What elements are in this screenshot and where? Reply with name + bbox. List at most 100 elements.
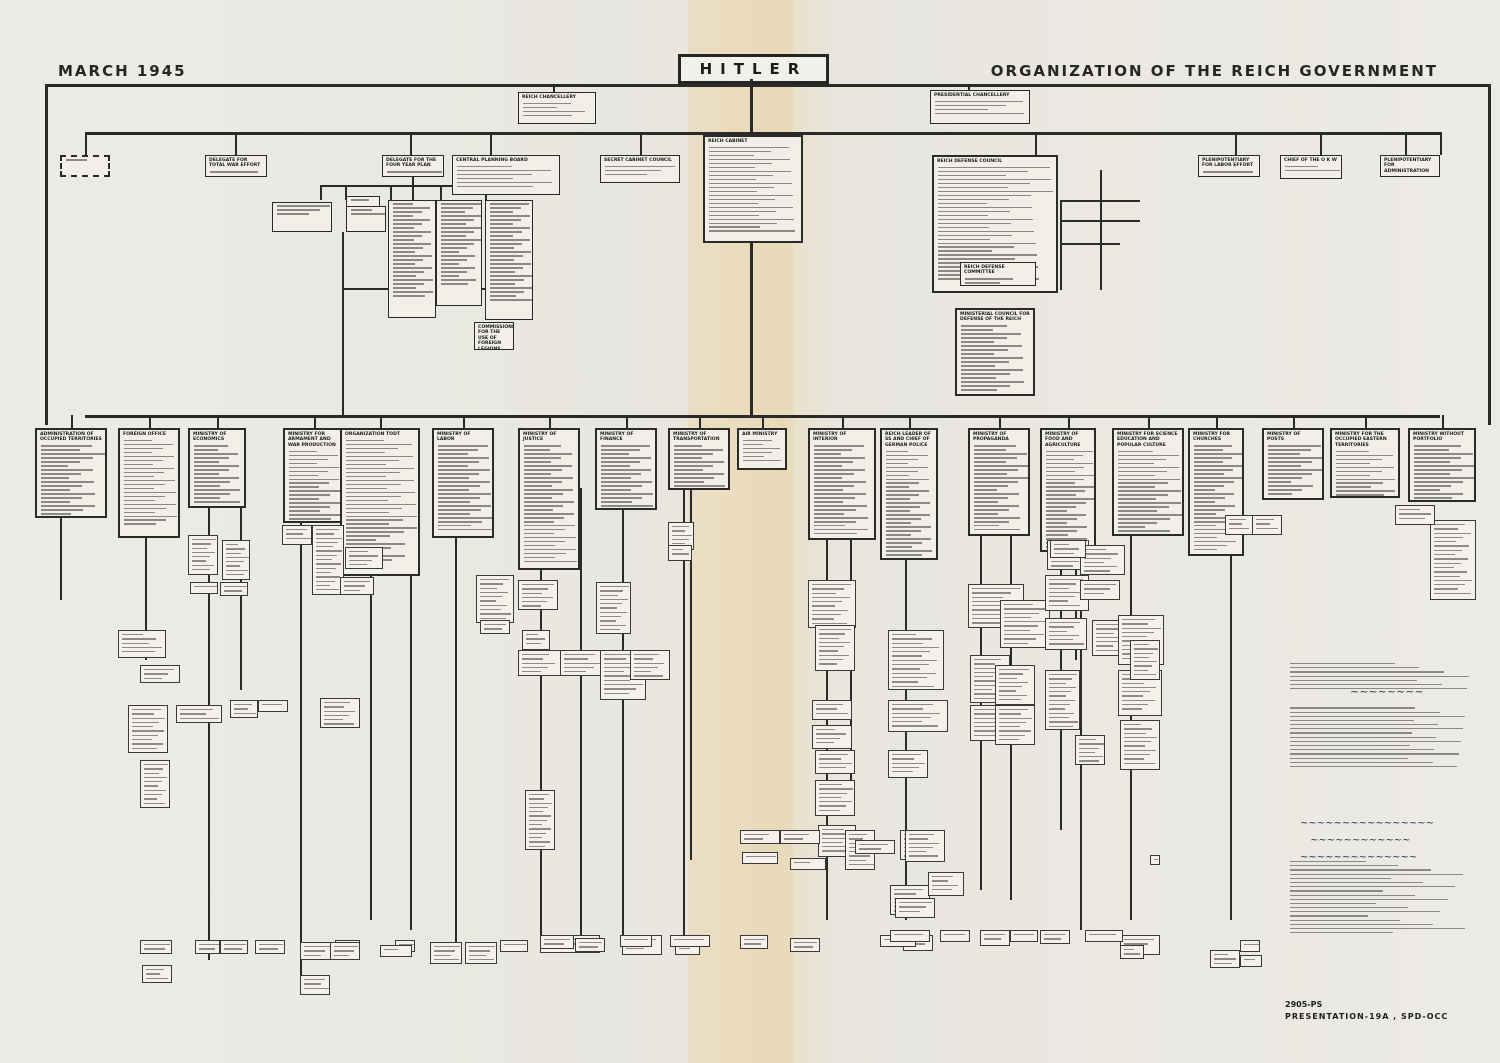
text-line — [1194, 457, 1233, 459]
text-line — [1336, 494, 1384, 496]
sub-office-box — [1225, 515, 1253, 535]
text-line — [524, 528, 565, 531]
text-line — [709, 206, 794, 209]
text-line — [1194, 520, 1226, 523]
text-line — [346, 447, 399, 450]
text-line — [41, 477, 69, 479]
text-line — [886, 542, 922, 544]
text-line — [1290, 715, 1465, 717]
text-line — [524, 520, 554, 523]
text-line — [524, 544, 555, 547]
text-line — [393, 227, 414, 229]
text-line — [441, 263, 460, 265]
text-line — [523, 110, 586, 113]
text-line — [1414, 493, 1464, 495]
text-line — [601, 453, 630, 455]
text-line — [457, 169, 552, 172]
text-line — [605, 165, 676, 168]
text-line — [1290, 765, 1458, 768]
text-line — [441, 231, 474, 233]
text-line — [289, 522, 320, 523]
text-line — [490, 295, 516, 297]
text-line — [1046, 510, 1067, 512]
text-line — [41, 497, 83, 499]
text-line — [814, 465, 842, 467]
text-line — [601, 457, 651, 459]
text-line — [814, 485, 855, 487]
text-line — [289, 454, 339, 457]
sub-office-box — [815, 750, 855, 774]
text-line — [41, 500, 71, 503]
sub-office-box — [895, 898, 935, 918]
text-line — [1290, 753, 1460, 755]
text-line — [393, 207, 430, 209]
org-box-title: SECRET CABINET COUNCIL — [604, 158, 672, 163]
text-line — [1118, 462, 1155, 465]
text-line — [346, 539, 377, 541]
text-line — [938, 182, 1030, 185]
text-line — [1046, 470, 1075, 473]
connector-line — [320, 185, 500, 187]
text-line — [1118, 518, 1170, 520]
text-line — [457, 181, 553, 184]
text-line — [124, 487, 155, 490]
text-line — [393, 239, 415, 241]
text-line — [124, 503, 177, 506]
text-line — [351, 199, 369, 201]
sub-office-box — [1085, 930, 1123, 942]
text-line — [194, 457, 229, 459]
org-box-title: MINISTRY OF INTERIOR — [813, 432, 847, 443]
text-line — [441, 211, 466, 213]
text-line — [124, 507, 166, 510]
text-line — [1336, 470, 1383, 473]
text-line — [524, 489, 574, 491]
text-line — [1290, 667, 1420, 669]
connector-line — [999, 415, 1001, 428]
text-line — [490, 299, 532, 301]
org-box-title: MINISTRY FOR SCIENCE EDUCATION AND POPUL… — [1117, 432, 1178, 448]
text-line — [441, 227, 481, 229]
text-line — [814, 500, 844, 503]
text-line — [1290, 663, 1395, 665]
text-line — [743, 443, 764, 446]
text-line — [674, 445, 702, 447]
connector-line — [1442, 415, 1444, 428]
text-line — [938, 206, 1032, 209]
sub-office-box — [928, 872, 964, 896]
text-line — [438, 477, 469, 479]
text-line — [1414, 469, 1462, 471]
connector-line — [390, 185, 392, 200]
text-line — [886, 462, 909, 465]
text-line — [1118, 494, 1169, 497]
text-line — [1285, 169, 1341, 172]
text-line — [490, 219, 522, 221]
connector-line — [217, 415, 219, 428]
connector-line — [640, 132, 642, 155]
text-line — [1290, 865, 1399, 867]
sub-office-box — [500, 940, 528, 952]
text-line — [1046, 526, 1087, 528]
text-line — [974, 520, 1010, 523]
text-line — [1414, 497, 1452, 499]
text-line — [886, 534, 912, 536]
connector-line — [1060, 200, 1140, 202]
text-line — [346, 499, 388, 502]
sub-office-box — [300, 975, 330, 995]
text-line — [438, 497, 481, 499]
text-line — [601, 489, 632, 491]
connector-line — [1068, 415, 1070, 428]
text-line — [938, 214, 989, 217]
text-line — [974, 489, 998, 491]
text-line — [1046, 522, 1068, 524]
connector-line — [320, 185, 322, 200]
text-line — [524, 485, 552, 487]
text-line — [974, 469, 1018, 471]
text-line — [938, 202, 987, 205]
text-line — [1118, 474, 1155, 477]
text-line — [124, 467, 175, 470]
ministry-box: MINISTRY OF POSTS — [1262, 428, 1324, 500]
text-line — [974, 493, 1019, 495]
text-line — [393, 263, 416, 265]
text-line — [1290, 928, 1465, 930]
handwritten-note-3: ~~~~~~~~~~~~~~ — [1300, 852, 1418, 863]
